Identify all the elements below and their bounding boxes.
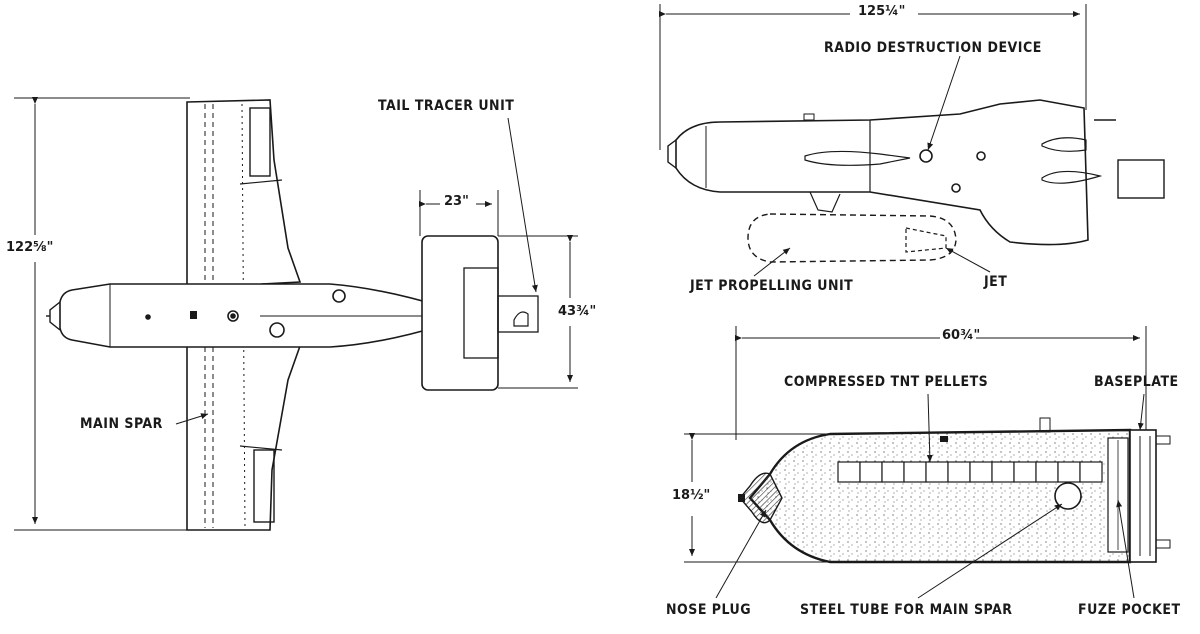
top-view-drawing: [14, 97, 578, 531]
steel-tube-label: STEEL TUBE FOR MAIN SPAR: [800, 602, 1013, 618]
jet-propelling-unit-label: JET PROPELLING UNIT: [690, 278, 854, 294]
tail-width-dimension: 43¾": [558, 304, 597, 319]
tnt-pellets-label: COMPRESSED TNT PELLETS: [784, 374, 989, 390]
nose-plug-label: NOSE PLUG: [666, 602, 752, 618]
main-spar-label: MAIN SPAR: [80, 416, 163, 432]
fuze-pocket-label: FUZE POCKET: [1078, 602, 1181, 618]
tail-length-dimension: 23": [444, 194, 469, 209]
side-view-drawing: [659, 4, 1165, 277]
warhead-diameter-dimension: 18½": [672, 488, 711, 503]
baseplate-label: BASEPLATE: [1094, 374, 1179, 390]
missile-length-dimension: 125¼": [858, 4, 906, 19]
tail-tracer-label: TAIL TRACER UNIT: [378, 98, 515, 114]
radio-destruction-label: RADIO DESTRUCTION DEVICE: [824, 40, 1042, 56]
jet-label: JET: [984, 274, 1008, 290]
warhead-section-drawing: [684, 326, 1171, 599]
wingspan-dimension: 122⅝": [6, 240, 54, 255]
warhead-length-dimension: 60¾": [942, 328, 981, 343]
